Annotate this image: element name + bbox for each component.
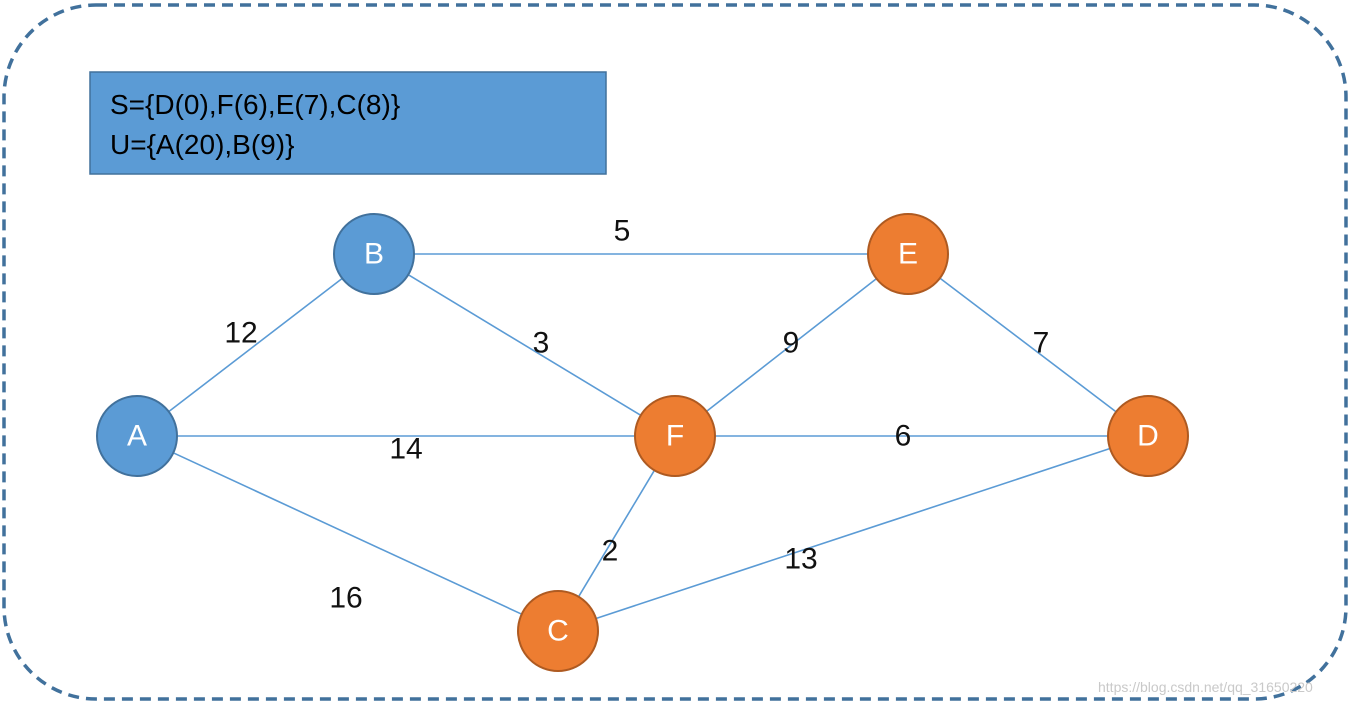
- node-c-label: C: [547, 615, 569, 648]
- unvisited-set-line: U={A(20),B(9)}: [110, 129, 294, 160]
- node-b-label: B: [364, 238, 384, 271]
- visited-set-line: S={D(0),F(6),E(7),C(8)}: [110, 89, 400, 120]
- node-d-label: D: [1137, 420, 1159, 453]
- edges-layer: [168, 253, 1117, 620]
- node-c: C: [517, 590, 599, 672]
- node-e-label: E: [898, 238, 918, 271]
- node-e: E: [867, 213, 949, 295]
- node-f: F: [634, 395, 716, 477]
- edge-f-e: [706, 277, 877, 413]
- edge-f-c: [577, 469, 656, 598]
- node-a-circle: [96, 395, 178, 477]
- edge-c-d: [595, 447, 1111, 620]
- edge-weights-layer: 12 14 16 5 3 9 7 6 2 13: [224, 215, 1049, 615]
- set-state-box-background: [89, 71, 607, 175]
- dashed-frame: [2, 3, 1348, 701]
- node-f-circle: [634, 395, 716, 477]
- node-c-circle: [517, 590, 599, 672]
- edge-e-d: [939, 277, 1117, 413]
- watermark-text: https://blog.csdn.net/qq_31650220: [1098, 679, 1313, 695]
- set-state-box: S={D(0),F(6),E(7),C(8)} U={A(20),B(9)}: [89, 71, 607, 175]
- node-a-label: A: [127, 420, 147, 453]
- node-b-circle: [333, 213, 415, 295]
- edge-weight-b-f: 3: [533, 327, 550, 360]
- edge-weight-e-d: 7: [1033, 327, 1050, 360]
- edge-weight-f-c: 2: [602, 535, 619, 568]
- edge-weight-a-f: 14: [389, 433, 422, 466]
- edge-weight-f-d: 6: [895, 420, 912, 453]
- node-f-label: F: [666, 420, 684, 453]
- node-a: A: [96, 395, 178, 477]
- edge-a-b: [168, 277, 343, 413]
- nodes-layer: A B C D E F: [96, 213, 1189, 672]
- edge-weight-b-e: 5: [614, 215, 631, 248]
- edge-weight-a-c: 16: [329, 582, 362, 615]
- edge-weight-f-e: 9: [783, 327, 800, 360]
- node-d-circle: [1107, 395, 1189, 477]
- edge-weight-a-b: 12: [224, 317, 257, 350]
- node-b: B: [333, 213, 415, 295]
- node-e-circle: [867, 213, 949, 295]
- node-d: D: [1107, 395, 1189, 477]
- edge-weight-c-d: 13: [784, 543, 817, 576]
- edge-b-f: [407, 274, 642, 416]
- edge-a-c: [172, 452, 523, 615]
